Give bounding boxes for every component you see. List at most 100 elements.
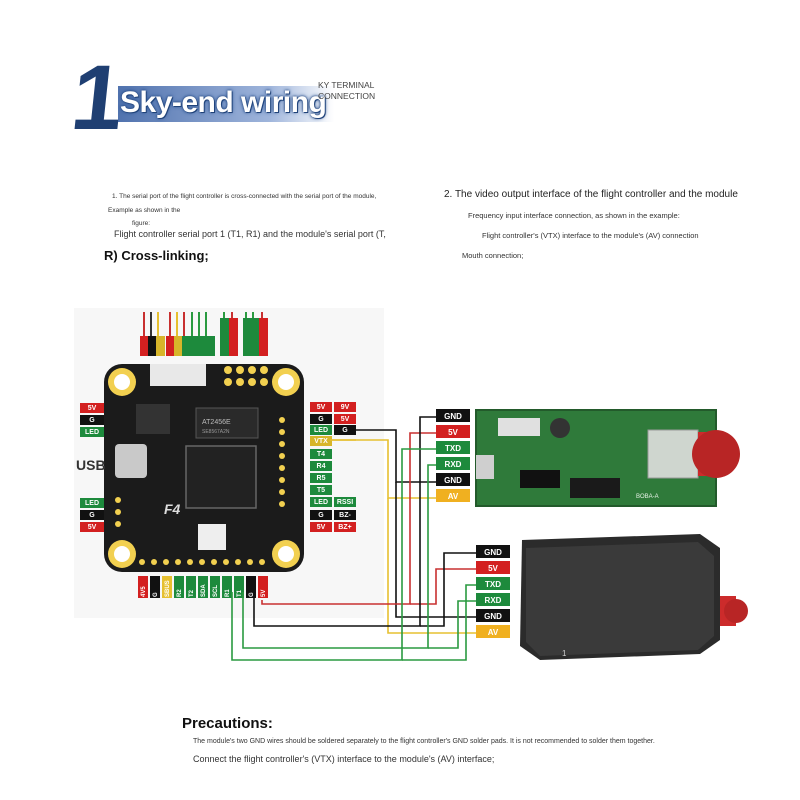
module2-pin-4: GND [484,612,502,621]
fc-chip-left [136,404,170,434]
module1-pin-1-box [436,425,470,438]
right-pad-11-box [310,497,332,507]
right-pad-12: RSSI [337,499,353,506]
right-pad-10-box [310,485,332,495]
bottom-pad-2: SBUS [165,580,171,597]
module2-pin-2-box [476,577,510,590]
module1-pin-5-box [436,489,470,502]
bottom-pad-10-box [258,576,268,598]
bottom-pad-7-box [222,576,232,598]
left-text-line-1: 1. The serial port of the flight control… [112,193,377,200]
right-pad-5: G [342,427,348,434]
right-text-line-3: Flight controller's (VTX) interface to t… [482,231,699,240]
right-pad-3-box [334,414,356,424]
connection-wires [231,416,476,661]
module1-pin-4-box [436,473,470,486]
right-pad-0-box [310,402,332,412]
bottom-pad-6-box [210,576,220,598]
bottom-pad-5-box [198,576,208,598]
module2-pin-1: 5V [488,564,498,573]
module1-label: BOBA-A [636,494,659,500]
left-pad-lower-0: LED [85,500,99,507]
right-pad-8: R4 [317,463,326,470]
right-pad-5-box [334,425,356,435]
module1-pin-3-box [436,457,470,470]
right-pad-6: VTX [314,438,328,445]
right-pad-4: LED [314,427,328,434]
right-pad-10: T5 [317,487,325,494]
module2-pin-0-box [476,545,510,558]
bottom-pad-3: R2 [177,589,183,597]
right-pad-15: 5V [317,524,326,531]
left-text-line-5: R) Cross-linking; [104,248,209,263]
bottom-pad-1: G [153,592,159,597]
precautions-line-2: Connect the flight controller's (VTX) in… [193,754,495,764]
module1-pin-2: TXD [445,444,461,453]
left-pad-2: LED [85,429,99,436]
bottom-pad-7: R1 [225,589,231,597]
subtitle: KY TERMINAL CONNECTION [318,80,388,102]
module1-pin-3: RXD [445,460,462,469]
module1-pin-0: GND [444,412,462,421]
module2-pin-0: GND [484,548,502,557]
left-pads: 5V G LED [80,403,104,437]
bottom-pad-9-box [246,576,256,598]
module2-pin-1-box [476,561,510,574]
fc-chip-top [195,407,259,439]
right-pad-9: R5 [317,475,326,482]
right-pad-2: G [318,416,324,423]
module2-label: 1 [562,649,567,658]
module2-pin-5: AV [488,628,499,637]
left-text-line-3: figure: [132,220,151,227]
module2-pin-4-box [476,609,510,622]
right-pad-14-box [334,510,356,520]
usb-label: USB [76,457,106,473]
bottom-pad-5: SDA [201,584,207,597]
right-pad-8-box [310,461,332,471]
fc-model: F4 [164,501,181,517]
right-pad-13: G [318,512,324,519]
left-pad-1-box [80,415,104,425]
left-text-line-4: Flight controller serial port 1 (T1, R1)… [114,229,386,239]
right-pad-7-box [310,449,332,459]
module1-pin-4: GND [444,476,462,485]
usb-port [115,444,147,478]
module2-enclosure: 1 [520,534,748,660]
fc-mcu [185,445,257,509]
subtitle-line-2: CONNECTION [318,91,376,101]
right-pad-7: T4 [317,451,325,458]
right-pad-1-box [334,402,356,412]
right-pad-16-box [334,522,356,532]
module1-pin-5: AV [448,492,459,501]
flight-controller-board [104,364,304,572]
right-pad-1: 9V [341,404,350,411]
right-text-line-2: Frequency input interface connection, as… [468,211,680,220]
left-pad-lower-1-box [80,510,104,520]
right-pad-11: LED [314,499,328,506]
right-pad-0: 5V [317,404,326,411]
fc-chip-text: AT2456E [202,419,231,426]
right-pad-6-box [310,436,332,446]
left-pad-lower-2: 5V [88,524,97,531]
precautions-line-1: The module's two GND wires should be sol… [193,738,655,745]
page-title: Sky-end wiring [118,86,335,122]
right-pad-16: BZ+ [338,524,351,531]
module2-pin-5-box [476,625,510,638]
left-pad-lower-0-box [80,498,104,508]
bottom-pad-4: T2 [189,589,195,597]
bottom-pad-9: G [249,592,255,597]
module1-board: BOBA-A [475,409,740,507]
fc-chip-small [198,524,226,550]
bottom-pad-6: SCL [213,585,219,597]
module1-pin-2-box [436,441,470,454]
fc-chip-sub: SE8567A2N [202,429,230,435]
left-pad-0: 5V [88,405,97,412]
right-pad-9-box [310,473,332,483]
left-pad-lower-2-box [80,522,104,532]
left-pad-1: G [89,417,95,424]
bottom-pad-1-box [150,576,160,598]
right-pad-2-box [310,414,332,424]
right-pad-3: 5V [341,416,350,423]
